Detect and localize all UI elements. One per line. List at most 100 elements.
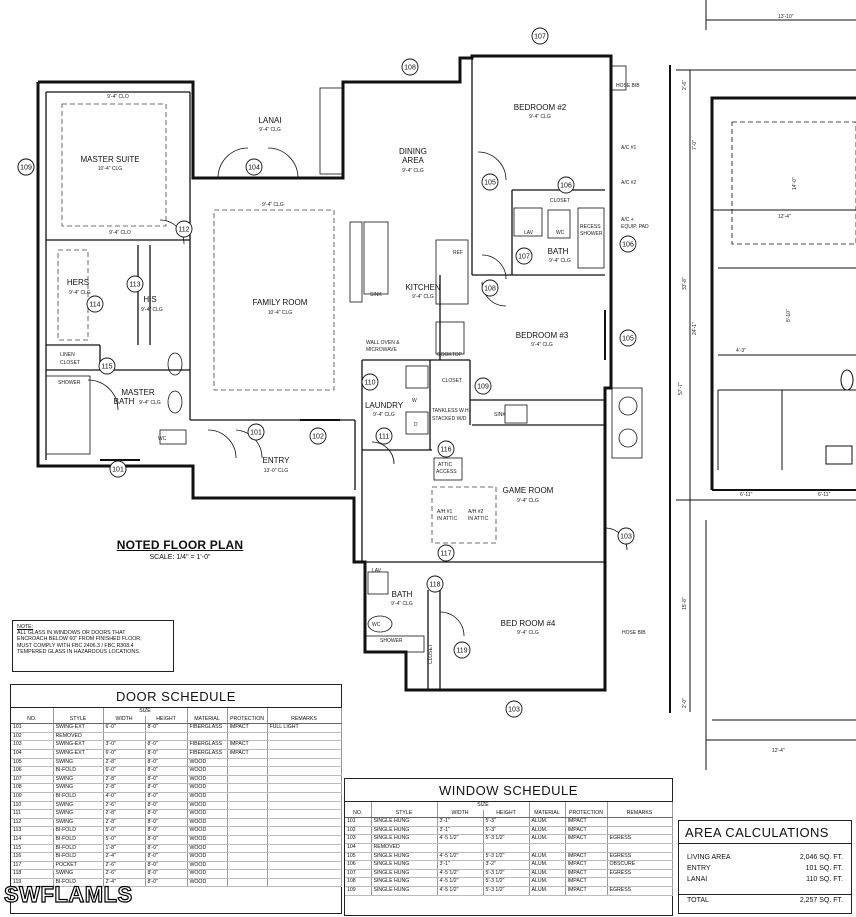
laundry-label: LAUNDRY [365, 401, 404, 410]
table-cell [267, 835, 342, 845]
master-suite-clg: 10'-4" CLG [98, 166, 123, 172]
tag-number: 103 [620, 534, 632, 541]
table-cell: ALUM. [529, 877, 566, 887]
dim-h: 8'-10" [786, 309, 792, 322]
table-cell: 104 [11, 749, 54, 759]
table-cell: IMPACT [565, 886, 608, 896]
table-cell: 114 [11, 835, 54, 845]
table-cell: 103 [345, 834, 372, 844]
table-cell: 115 [11, 844, 54, 854]
tag-bubble: 107 [515, 247, 533, 265]
tag-bubble: 118 [426, 575, 444, 593]
column-header: PROTECTION [565, 809, 608, 819]
tag-bubble-layer: 1011021031041051061071081091101111121131… [17, 27, 637, 718]
table-cell: FIBERGLASS [187, 740, 228, 750]
dim-e: 7'-0" [692, 140, 698, 150]
plan-scale: SCALE: 1/4" = 1'-0" [149, 554, 211, 561]
dim-left-3: 24'-1" [692, 322, 698, 335]
table-cell [227, 869, 268, 879]
table-cell: SWING [53, 783, 104, 793]
dim-d: 2'-6" [682, 80, 688, 90]
tag-number: 117 [440, 551, 451, 558]
table-cell [227, 818, 268, 828]
tag-bubble: 108 [481, 279, 499, 297]
table-cell: 3'-1" [437, 817, 484, 827]
table-cell: 8'-0" [145, 809, 188, 819]
tag-bubble: 112 [175, 220, 193, 238]
column-header: HEIGHT [483, 809, 530, 819]
table-cell: FIBERGLASS [187, 749, 228, 759]
table-cell: 5'-3 1/2" [483, 877, 530, 887]
blank-cell [371, 802, 438, 810]
table-cell: IMPACT [565, 860, 608, 870]
tag-number: 109 [20, 165, 32, 172]
schedule-size-row: SIZE [345, 802, 673, 810]
hers-clg: 9'-4" CLG [69, 290, 91, 296]
tag-number: 118 [429, 582, 440, 589]
blank-cell [267, 708, 342, 716]
tag-bubble: 108 [401, 58, 419, 76]
table-cell: 109 [11, 792, 54, 802]
table-cell: BI-FOLD [53, 826, 104, 836]
note-line: ALL GLASS IN WINDOWS OR DOORS THAT [17, 630, 126, 637]
table-cell: 2'-8" [103, 758, 146, 768]
table-cell: 4'-5 1/2" [437, 869, 484, 879]
column-header: MATERIAL [187, 715, 228, 725]
recess-label-1: RECESS [580, 224, 601, 230]
table-cell [267, 766, 342, 776]
area-label: LIVING AREA [687, 854, 731, 861]
area-value: 101 SQ. FT. [805, 865, 843, 872]
table-cell [227, 878, 268, 888]
his-clg: 9'-4" CLG [141, 307, 163, 313]
tag-number: 108 [404, 65, 416, 72]
family-top-clg: 9'-4" CLG [262, 202, 284, 208]
table-cell [607, 817, 673, 827]
tag-number: 101 [112, 467, 124, 474]
column-header: NO. [345, 809, 372, 819]
recess-label-2: SHOWER [580, 231, 603, 237]
tag-number: 115 [101, 364, 112, 371]
table-cell: WOOD [187, 861, 228, 871]
table-cell: IMPACT [565, 852, 608, 862]
dining-label-2: AREA [402, 156, 424, 165]
table-cell: EGRESS [607, 852, 673, 862]
ac-equip-label-2: EQUIP. PAD [621, 224, 649, 230]
table-cell: FIBERGLASS [187, 723, 228, 733]
table-cell: 8'-0" [145, 835, 188, 845]
tag-bubble: 115 [98, 357, 116, 375]
dim-top: 13'-10" [778, 14, 794, 20]
table-cell: 102 [11, 732, 54, 742]
table-cell: WOOD [187, 852, 228, 862]
table-cell: SWING-EXT [53, 740, 104, 750]
table-cell: 104 [345, 843, 372, 853]
table-cell: BI-FOLD [53, 844, 104, 854]
blank-cell [53, 708, 104, 716]
ah1-label-1: A/H #1 [437, 509, 453, 515]
size-header: SIZE [437, 802, 530, 810]
table-cell [267, 844, 342, 854]
table-cell: 5'-3 1/2" [483, 852, 530, 862]
table-cell: 105 [345, 852, 372, 862]
table-cell: 108 [345, 877, 372, 887]
table-cell: 2'-4" [103, 852, 146, 862]
table-cell: 6'-0" [103, 749, 146, 759]
game-room-clg: 9'-4" CLG [517, 498, 539, 504]
entry-label: ENTRY [263, 456, 291, 465]
bedroom4-label: BED ROOM #4 [501, 619, 556, 628]
table-cell [227, 852, 268, 862]
plan-title-text: NOTED FLOOR PLAN [116, 538, 244, 552]
blank-cell [11, 708, 54, 716]
tag-number: 108 [484, 286, 496, 293]
table-cell [267, 861, 342, 871]
